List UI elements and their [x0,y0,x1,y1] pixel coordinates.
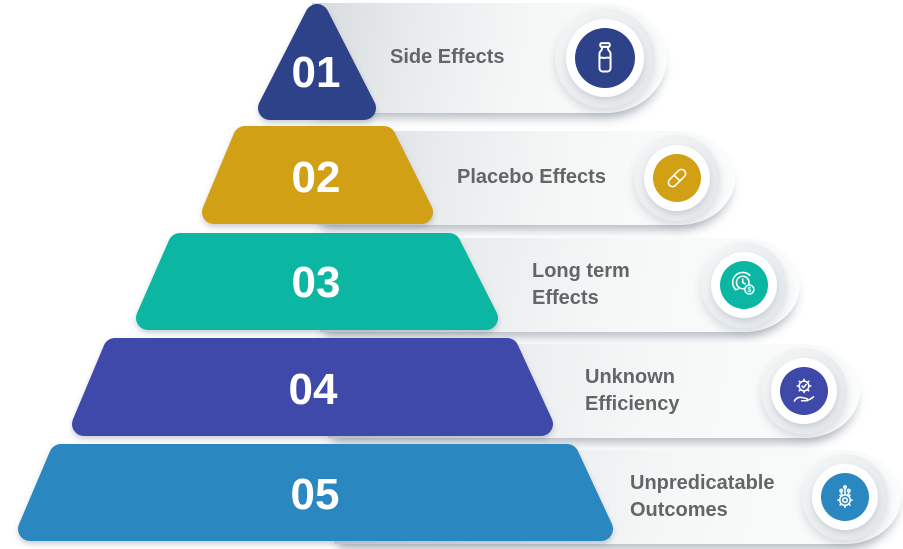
level-3-number: 03 [291,258,341,307]
capsule-icon [667,168,687,188]
clock-dollar-icon: $ [731,271,755,295]
level-5-icon-badge [821,473,869,521]
gear-circuit-icon [837,485,853,509]
level-2-number: 02 [291,153,341,202]
level-5-label: Unpredicatable Outcomes [630,472,775,521]
level-2-icon-badge [653,154,701,202]
level-4-number: 04 [288,365,338,414]
level-3-icon-badge: $ [720,261,768,309]
level-4-label: Unknown Efficiency [585,366,680,415]
svg-text:$: $ [747,287,751,294]
level-5-number: 05 [290,470,340,519]
hand-gear-icon [793,378,815,402]
level-2-label: Placebo Effects [457,166,606,188]
level-4-icon-badge [780,367,828,415]
level-1-number: 01 [291,48,341,97]
medicine-bottle-icon [598,42,612,73]
level-1-icon-badge [575,28,635,88]
level-3-label: Long term Effects [532,260,630,309]
level-1-label: Side Effects [390,46,505,68]
